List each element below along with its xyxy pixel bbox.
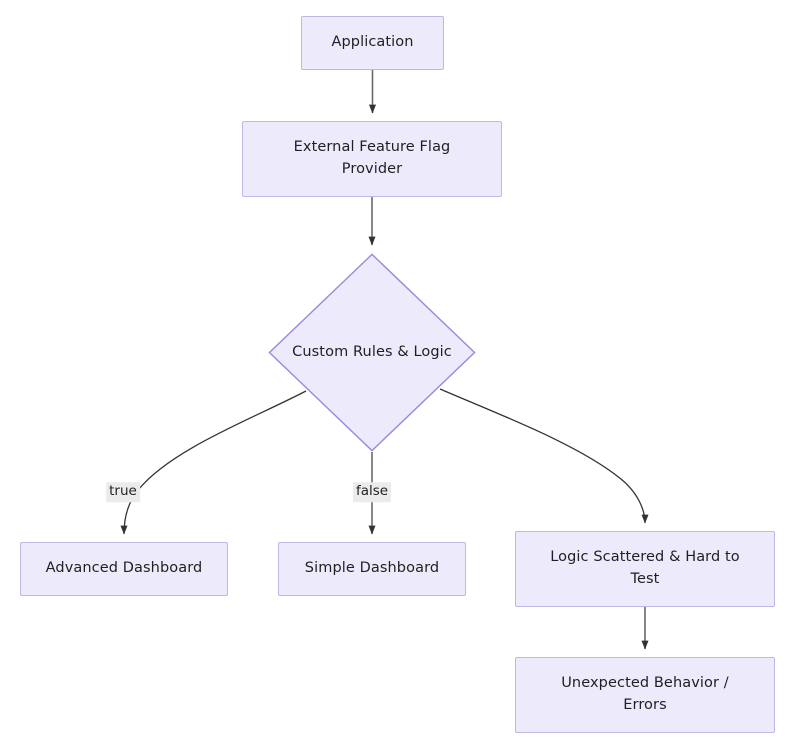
node-advanced-dashboard-label: Advanced Dashboard bbox=[45, 560, 203, 577]
node-application-label: Application bbox=[331, 34, 414, 51]
edge-label-false: false bbox=[352, 482, 392, 502]
node-advanced-dashboard[interactable]: Advanced Dashboard bbox=[20, 542, 228, 596]
node-simple-dashboard-label: Simple Dashboard bbox=[304, 560, 440, 577]
node-external-feature-flag-provider-label: External Feature Flag Provider bbox=[293, 139, 451, 177]
node-application[interactable]: Application bbox=[301, 16, 444, 70]
diamond-shape bbox=[268, 253, 476, 452]
edge-label-true: true bbox=[106, 482, 140, 502]
node-custom-rules-and-logic[interactable]: Custom Rules & Logic bbox=[268, 253, 476, 452]
node-external-feature-flag-provider[interactable]: External Feature Flag Provider bbox=[242, 121, 502, 197]
node-logic-scattered[interactable]: Logic Scattered & Hard to Test bbox=[515, 531, 775, 607]
node-unexpected-behavior-label: Unexpected Behavior / Errors bbox=[561, 675, 729, 713]
node-simple-dashboard[interactable]: Simple Dashboard bbox=[278, 542, 466, 596]
node-unexpected-behavior[interactable]: Unexpected Behavior / Errors bbox=[515, 657, 775, 733]
node-custom-rules-and-logic-label: Custom Rules & Logic bbox=[292, 343, 452, 360]
node-logic-scattered-label: Logic Scattered & Hard to Test bbox=[550, 549, 740, 587]
